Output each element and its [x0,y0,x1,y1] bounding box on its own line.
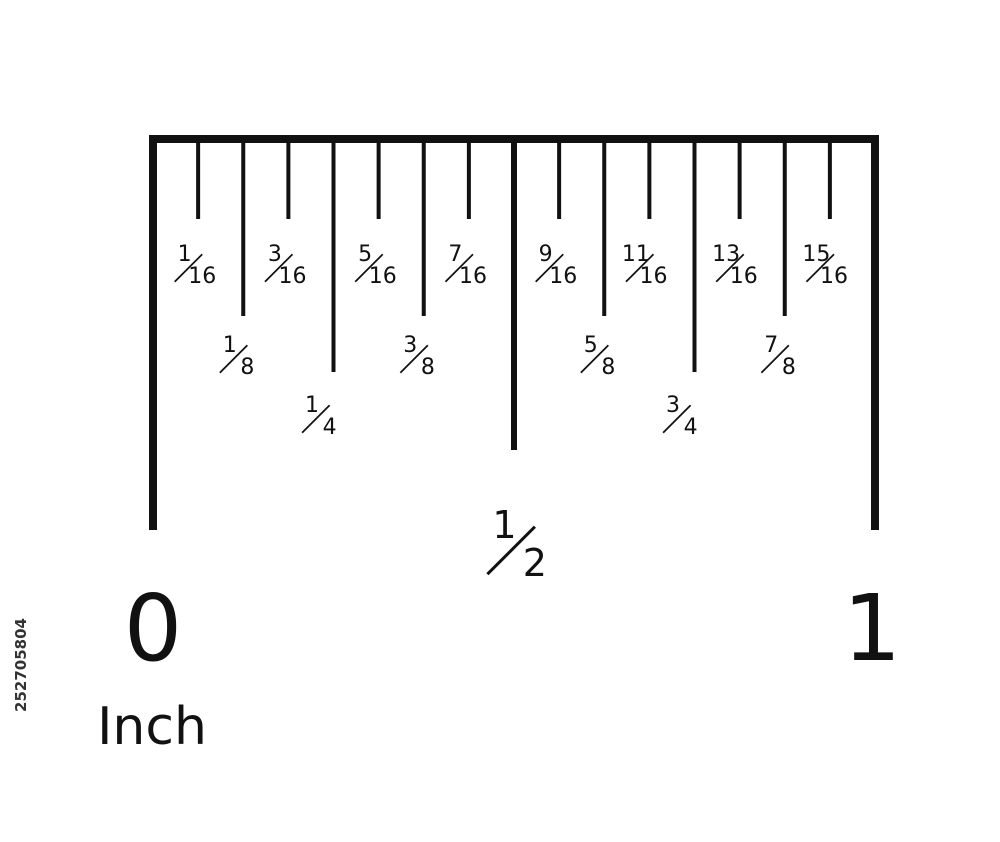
fraction-denominator: 16 [639,264,667,289]
fraction-denominator: 16 [549,264,577,289]
fraction-slash [399,344,429,374]
fraction-label-9-16: 916 [535,242,577,289]
fraction-denominator: 8 [601,355,615,380]
fraction-denominator: 8 [240,355,254,380]
fraction-numerator: 7 [764,333,778,358]
fraction-numerator: 1 [178,242,192,267]
fraction-label-3-4: 34 [662,393,698,440]
ruler-end-label: 1 [843,575,902,682]
fraction-label-5-16: 516 [354,242,397,289]
fraction-numerator: 9 [539,242,553,267]
fraction-numerator: 1 [305,393,319,418]
fraction-label-3-8: 38 [399,333,435,380]
fraction-denominator: 16 [730,264,758,289]
fraction-denominator: 16 [369,264,397,289]
fraction-denominator: 8 [782,355,796,380]
fraction-slash [805,253,835,283]
unit-label: Inch [97,697,207,757]
fraction-slash [219,344,248,374]
fraction-numerator: 5 [584,333,598,358]
fraction-slash [354,253,384,283]
fraction-label-3-16: 316 [264,242,306,289]
fraction-numerator: 3 [666,393,680,418]
fraction-denominator: 2 [523,541,547,585]
stock-id-watermark: 252705804 [12,618,30,712]
fraction-slash [625,253,655,283]
fraction-numerator: 3 [403,333,417,358]
fraction-slash [715,253,745,283]
fraction-denominator: 4 [323,415,337,440]
fraction-denominator: 16 [820,264,848,289]
fraction-slash [662,404,692,434]
fraction-numerator: 5 [358,242,372,267]
ruler-start-label: 0 [124,575,183,682]
fraction-label-1-16: 116 [174,242,216,289]
fraction-slash [174,253,203,283]
fraction-numerator: 1 [492,503,516,547]
fraction-label-5-8: 58 [580,333,615,380]
fraction-label-1-2: 12 [486,503,547,585]
fraction-label-7-16: 716 [444,242,487,289]
fraction-numerator: 3 [268,242,282,267]
fraction-slash [580,344,609,374]
fraction-slash [760,344,790,374]
fraction-label-7-8: 78 [760,333,796,380]
fraction-slash [486,525,536,576]
fraction-slash [444,253,474,283]
ruler-ticks [196,139,832,450]
fraction-denominator: 4 [684,415,698,440]
fraction-slash [301,404,331,434]
fraction-slash [535,253,564,283]
fraction-slash [264,253,294,283]
fraction-numerator: 1 [223,333,237,358]
fraction-label-1-4: 14 [301,393,337,440]
fraction-label-1-8: 18 [219,333,254,380]
fraction-denominator: 16 [278,264,306,289]
fraction-numerator: 7 [448,242,462,267]
fraction-denominator: 16 [459,264,487,289]
fraction-labels: 1161831614516387161291658111634131678151… [174,242,848,585]
fraction-denominator: 8 [421,355,435,380]
fraction-denominator: 16 [188,264,216,289]
